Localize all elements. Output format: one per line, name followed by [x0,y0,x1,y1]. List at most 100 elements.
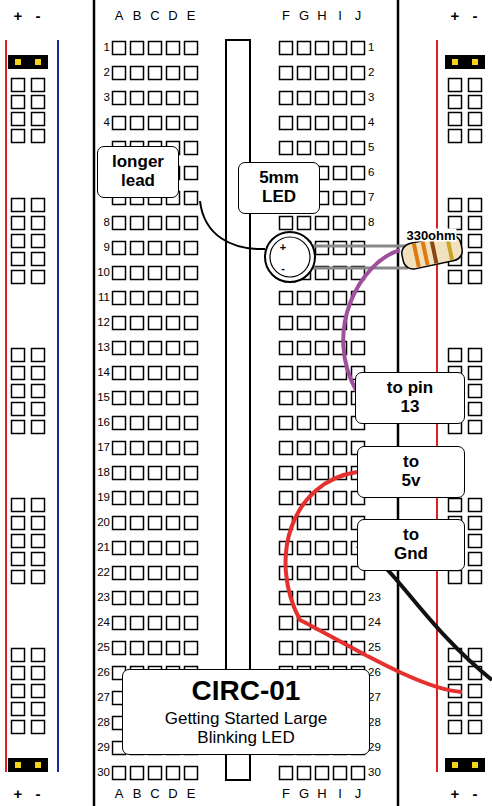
breadboard-hole [334,217,347,230]
row-number: 7 [367,192,375,204]
rail-terminal [445,758,485,772]
breadboard-hole [334,292,347,305]
breadboard-hole [185,367,198,380]
resistor-band [421,241,430,265]
breadboard-hole [113,392,126,405]
breadboard-hole [334,392,347,405]
breadboard-hole [352,117,365,130]
row-number: 30 [367,767,382,779]
breadboard-hole [298,67,311,80]
breadboard-hole [131,492,144,505]
terminal-block [8,758,48,772]
breadboard-hole [12,271,25,284]
row-number: 4 [103,117,111,129]
breadboard-hole [280,642,293,655]
breadboard-hole [149,642,162,655]
breadboard-hole [449,79,462,92]
breadboard-hole [12,685,25,698]
breadboard-hole [113,67,126,80]
breadboard-hole [113,267,126,280]
breadboard-hole [12,367,25,380]
breadboard-hole [32,113,45,126]
breadboard-hole [298,467,311,480]
breadboard-hole [280,767,293,780]
breadboard-hole [185,442,198,455]
breadboard-hole [131,517,144,530]
breadboard-hole [334,442,347,455]
breadboard-hole [113,217,126,230]
breadboard-hole [352,42,365,55]
breadboard-hole [167,442,180,455]
breadboard-hole [469,349,482,362]
led-symbol [265,232,315,282]
rail-terminal [445,55,485,69]
breadboard-hole [469,571,482,584]
breadboard-hole [298,442,311,455]
breadboard-hole [167,342,180,355]
box-heading: to 5v [392,453,430,490]
breadboard-hole [185,417,198,430]
breadboard-hole [149,492,162,505]
rail-sign: - [35,8,42,23]
breadboard-hole [167,567,180,580]
breadboard-hole [352,167,365,180]
hole-grid [8,42,485,780]
led-lead [312,245,412,248]
row-number: 9 [103,242,111,254]
breadboard-hole [469,217,482,230]
terminal-block [445,55,485,69]
breadboard-hole [334,67,347,80]
breadboard-hole [298,217,311,230]
rail-sign: + [450,8,461,23]
breadboard-hole [131,542,144,555]
row-number: 30 [96,767,111,779]
breadboard-hole [149,367,162,380]
rail-line-red [5,40,7,772]
breadboard-hole [334,542,347,555]
breadboard-hole [167,92,180,105]
row-number: 12 [96,317,111,329]
breadboard-hole [334,367,347,380]
breadboard-hole [149,392,162,405]
breadboard-hole [449,271,462,284]
rail-sign: + [13,8,24,23]
column-letter: G [298,787,310,800]
breadboard-hole [32,421,45,434]
row-number: 23 [367,592,382,604]
row-number: 17 [96,442,111,454]
breadboard-hole [167,217,180,230]
breadboard-hole [298,592,311,605]
breadboard-hole [113,517,126,530]
breadboard-hole [131,367,144,380]
breadboard-hole [185,642,198,655]
breadboard-hole [12,403,25,416]
breadboard-hole [149,67,162,80]
breadboard-hole [334,242,347,255]
breadboard-hole [131,467,144,480]
breadboard-hole [12,113,25,126]
breadboard-hole [32,217,45,230]
breadboard-hole [298,392,311,405]
row-number: 10 [96,267,111,279]
breadboard-hole [449,667,462,680]
breadboard-hole [334,42,347,55]
breadboard-hole [113,542,126,555]
breadboard-hole [149,292,162,305]
breadboard-hole [352,217,365,230]
breadboard-hole [185,317,198,330]
box-heading: longer lead [108,153,168,190]
breadboard-hole [316,467,329,480]
breadboard-hole [469,421,482,434]
callout-box: to pin 13 [355,372,465,423]
column-letter: J [354,9,363,22]
breadboard-hole [185,567,198,580]
breadboard-hole [131,342,144,355]
row-number: 21 [96,542,111,554]
breadboard-hole [449,703,462,716]
breadboard-hole [334,767,347,780]
breadboard-hole [149,517,162,530]
breadboard-hole [113,292,126,305]
breadboard-hole [12,649,25,662]
breadboard-hole [469,113,482,126]
breadboard-hole [449,130,462,143]
